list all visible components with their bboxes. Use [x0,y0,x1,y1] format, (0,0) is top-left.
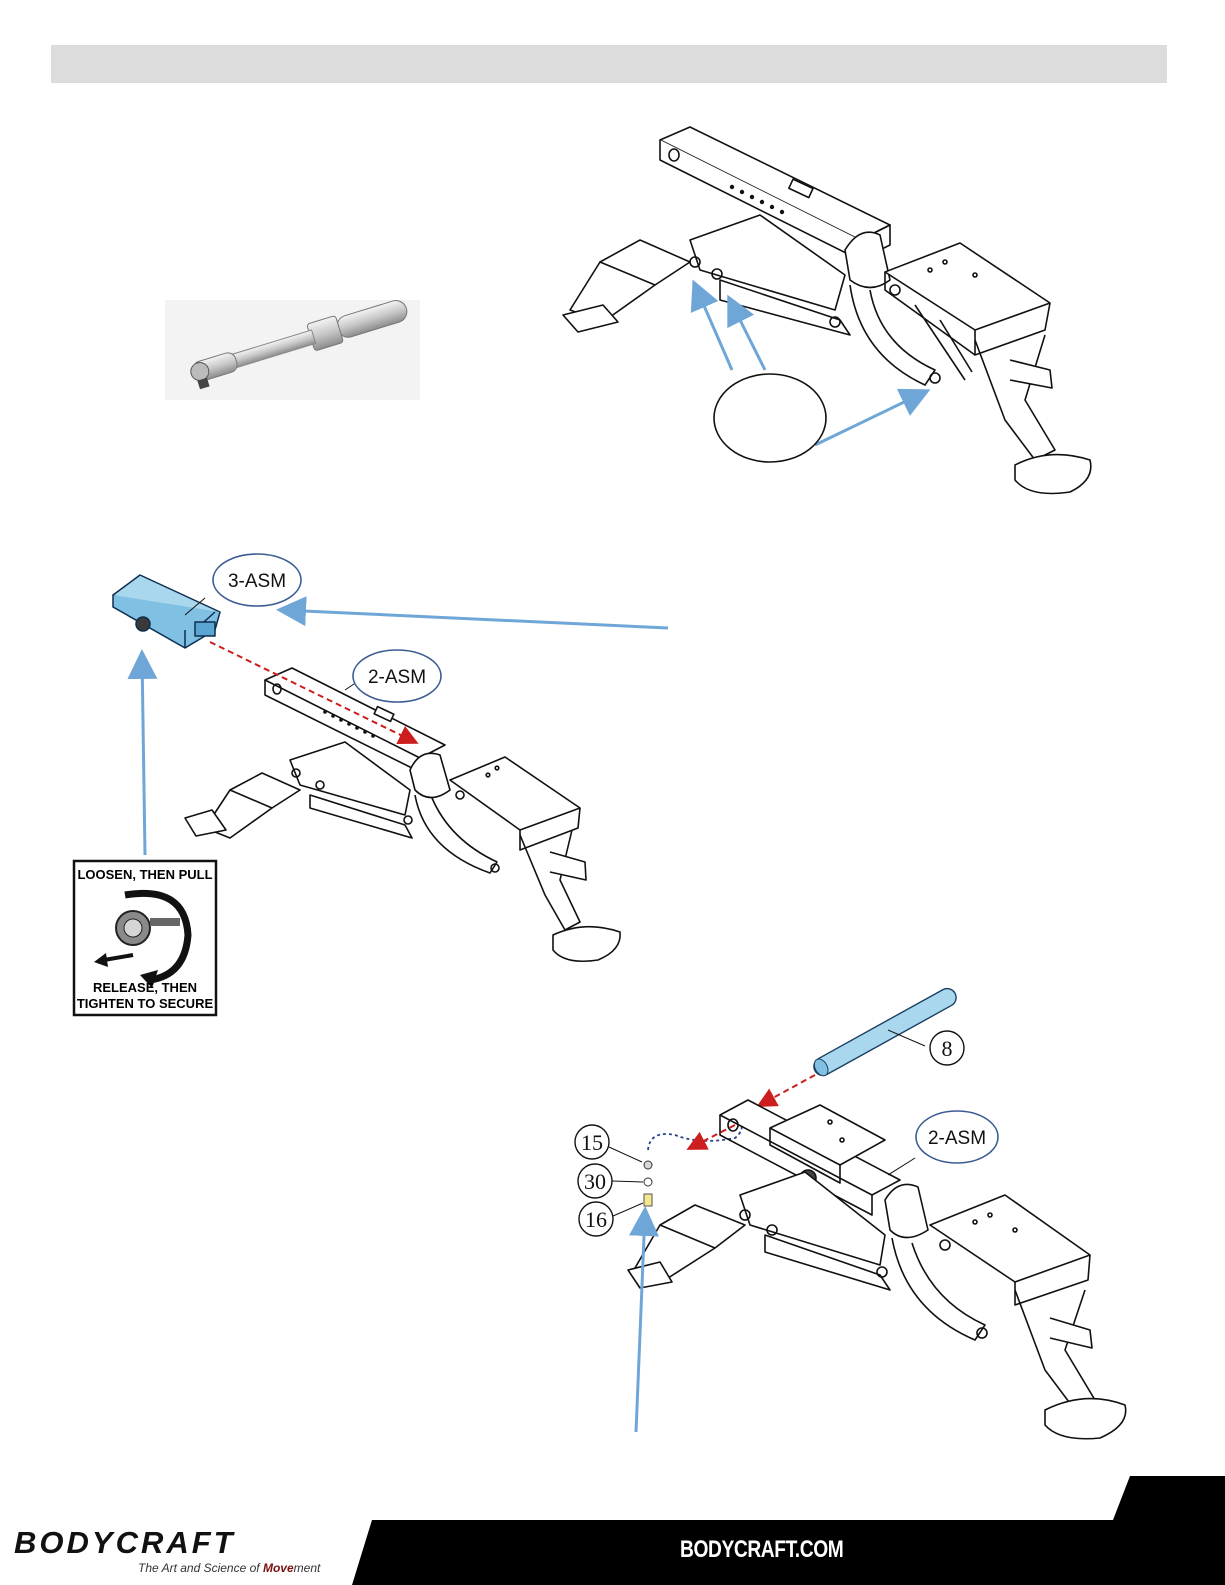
knob-instruction-card: LOOSEN, THEN PULL RELEASE, THEN TIGHTEN … [74,861,216,1015]
label-3asm: 3-ASM [228,571,286,592]
instruction-top-text: LOOSEN, THEN PULL [77,867,212,882]
label-2asm-upper: 2-ASM [368,667,426,688]
fastener-stack [644,1161,652,1206]
leader-arrow-knob [142,655,145,855]
instruction-bottom-line2: TIGHTEN TO SECURE [77,996,214,1011]
seat-carriage-3asm [113,575,220,648]
label-2asm-lower: 2-ASM [928,1128,986,1149]
callout-part-8: 8 [930,1031,964,1065]
callout-part-16: 16 [579,1202,643,1236]
brand-logo-text: BODYCRAFT [14,1525,236,1561]
handle-insert-dashes [760,1075,815,1105]
callout-part-15: 15 [575,1125,642,1162]
frame-figure-3 [628,1100,1126,1439]
torque-callout-oval [714,374,826,462]
footer-website-link[interactable]: BODYCRAFT.COM [680,1536,843,1564]
callout-part-30: 30 [578,1164,643,1198]
brand-tagline: The Art and Science of Movement [138,1561,320,1575]
frame-figure-2 [185,668,620,961]
svg-text:30: 30 [584,1169,606,1194]
leader-arrow-3asm [282,610,668,628]
torque-wrench-icon [165,295,420,400]
instruction-bottom-line1: RELEASE, THEN [93,980,197,995]
svg-text:16: 16 [585,1207,607,1232]
svg-text:8: 8 [942,1036,953,1061]
oval-label-3asm: 3-ASM [213,554,301,606]
leader-arrow-bolt [636,1212,645,1432]
svg-text:15: 15 [581,1130,603,1155]
handle-bar-part-8 [811,985,960,1078]
oval-label-2asm-lower: 2-ASM [916,1111,998,1163]
oval-label-2asm-upper: 2-ASM [353,650,441,702]
footer-band [352,1476,1225,1585]
